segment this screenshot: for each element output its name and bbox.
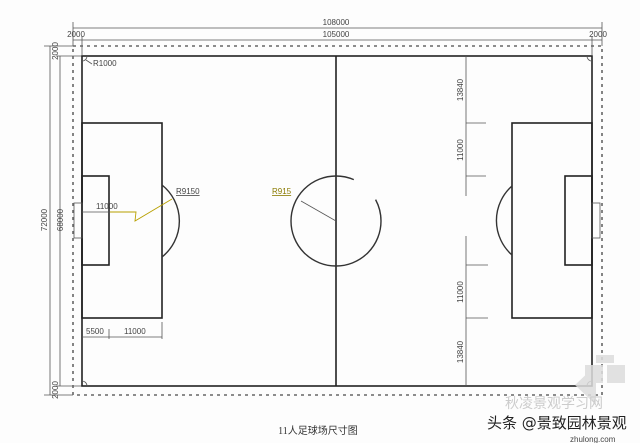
center-circle-radius-label: R915 bbox=[272, 187, 292, 196]
left-penalty-area bbox=[81, 122, 163, 319]
penalty-area-depth-label: 11000 bbox=[124, 327, 146, 336]
right-goal bbox=[591, 202, 601, 239]
watermark-faint-text: 秋凌景观学习网 bbox=[505, 396, 603, 412]
diagram-caption: 11人足球场尺寸图 bbox=[278, 424, 358, 437]
watermark-source: 头条 @景致园林景观 bbox=[487, 414, 627, 432]
left-goal-area bbox=[81, 175, 110, 266]
penalty-leader bbox=[110, 198, 173, 222]
right-dimensions: 13840 11000 11000 13840 bbox=[456, 56, 488, 386]
touchline bbox=[81, 55, 593, 387]
penalty-spot-label: 11000 bbox=[96, 202, 118, 211]
right-top-segment-label: 13840 bbox=[456, 78, 465, 101]
margin-bottom-label: 2000 bbox=[51, 381, 60, 399]
margin-top-label: 2000 bbox=[51, 42, 60, 60]
pitch-length-label: 105000 bbox=[323, 30, 350, 39]
corner-arc bbox=[81, 380, 88, 387]
center-radius-line bbox=[300, 200, 337, 222]
corner-arc bbox=[81, 55, 88, 62]
outer-boundary bbox=[72, 45, 603, 396]
watermark-logo bbox=[575, 355, 625, 405]
goal-area-depth-label: 5500 bbox=[86, 327, 104, 336]
right-upper-mid-label: 11000 bbox=[456, 139, 465, 161]
margin-left-label: 2000 bbox=[67, 30, 85, 39]
corner-leader bbox=[85, 59, 93, 65]
watermark-site: zhulong.com bbox=[570, 435, 616, 443]
left-penalty-arc bbox=[161, 184, 180, 258]
right-penalty-area bbox=[511, 122, 593, 319]
left-dimensions: 72000 68000 2000 2000 bbox=[40, 42, 82, 399]
total-width-label: 72000 bbox=[40, 208, 49, 231]
center-circle bbox=[290, 175, 382, 267]
right-lower-mid-label: 11000 bbox=[456, 281, 465, 303]
right-penalty-arc bbox=[495, 185, 513, 256]
top-dimensions: 108000 105000 2000 2000 bbox=[67, 18, 607, 55]
margin-right-label: 2000 bbox=[589, 30, 607, 39]
left-goal bbox=[73, 202, 83, 239]
penalty-arc-radius-label: R9150 bbox=[176, 187, 200, 196]
total-length-label: 108000 bbox=[323, 18, 350, 27]
pitch-width-label: 68000 bbox=[56, 208, 65, 231]
right-bottom-segment-label: 13840 bbox=[456, 340, 465, 363]
corner-arc bbox=[586, 55, 593, 62]
right-goal-area bbox=[564, 175, 593, 266]
corner-radius-label: R1000 bbox=[93, 59, 117, 68]
